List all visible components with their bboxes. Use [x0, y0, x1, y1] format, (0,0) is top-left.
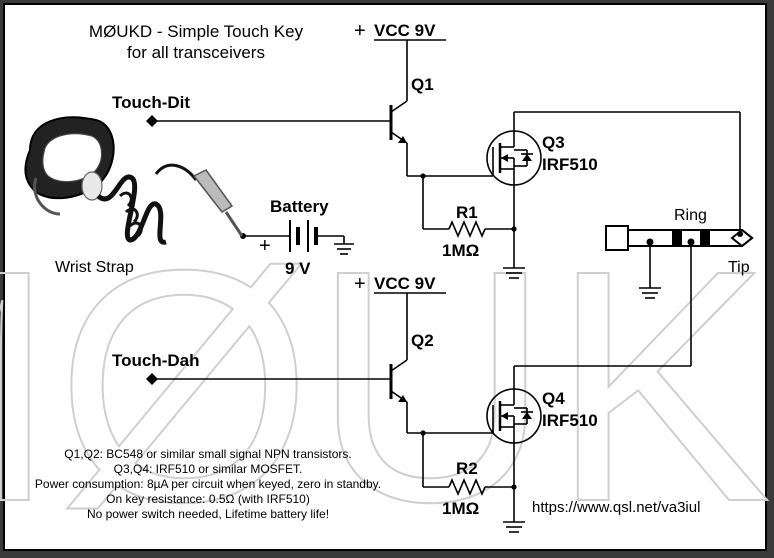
- q1-label: Q1: [411, 75, 434, 94]
- r2-value: 1MΩ: [442, 499, 479, 518]
- r2-resistor: [448, 477, 486, 497]
- title-line-1: MØUKD - Simple Touch Key: [89, 22, 304, 41]
- source-url[interactable]: https://www.qsl.net/va3iul: [532, 499, 700, 516]
- jack-tip-label: Tip: [728, 259, 750, 276]
- vcc2-label: VCC 9V: [374, 274, 436, 293]
- title-line-2: for all transceivers: [127, 43, 265, 62]
- q2-npn-transistor: [389, 359, 408, 403]
- ground-symbol: [503, 521, 525, 533]
- q3-part: IRF510: [542, 155, 598, 174]
- q4-part: IRF510: [542, 411, 598, 430]
- r2-label: R2: [456, 459, 478, 478]
- q4-mosfet: [486, 366, 542, 487]
- touch-dah-label: Touch-Dah: [112, 351, 200, 370]
- note-line: Q3,Q4: IRF510 or similar MOSFET.: [114, 462, 303, 476]
- note-line: Q1,Q2: BC548 or similar small signal NPN…: [64, 447, 351, 461]
- ground-symbol: [639, 287, 661, 299]
- note-line: On key resistance: 0.5Ω (with IRF510): [106, 492, 310, 506]
- q1-npn-transistor: [389, 100, 408, 144]
- battery-plus: +: [259, 235, 271, 257]
- r1-value: 1MΩ: [442, 241, 479, 260]
- vcc1-plus: +: [354, 20, 366, 42]
- q4-label: Q4: [542, 389, 565, 408]
- touch-dit-label: Touch-Dit: [112, 93, 190, 112]
- jack-tip-dot: [737, 231, 743, 237]
- note-line: Power consumption: 8µA per circuit when …: [35, 477, 381, 491]
- battery-label: Battery: [270, 197, 329, 216]
- q3-mosfet: [486, 112, 542, 229]
- stereo-jack: [605, 225, 754, 251]
- vcc1-label: VCC 9V: [374, 21, 436, 40]
- wrist-strap-illustration: [24, 116, 244, 245]
- jack-ring-label: Ring: [674, 207, 707, 224]
- battery-voltage: 9 V: [285, 259, 311, 278]
- r1-label: R1: [456, 203, 478, 222]
- ground-symbol: [503, 267, 525, 279]
- r1-resistor: [448, 219, 486, 239]
- battery-symbol: [242, 220, 354, 255]
- q2-label: Q2: [411, 331, 434, 350]
- q3-label: Q3: [542, 133, 565, 152]
- vcc2-plus: +: [354, 273, 366, 295]
- note-line: No power switch needed, Lifetime battery…: [87, 507, 329, 521]
- wrist-strap-label: Wrist Strap: [55, 259, 134, 276]
- canvas-background: [3, 3, 767, 551]
